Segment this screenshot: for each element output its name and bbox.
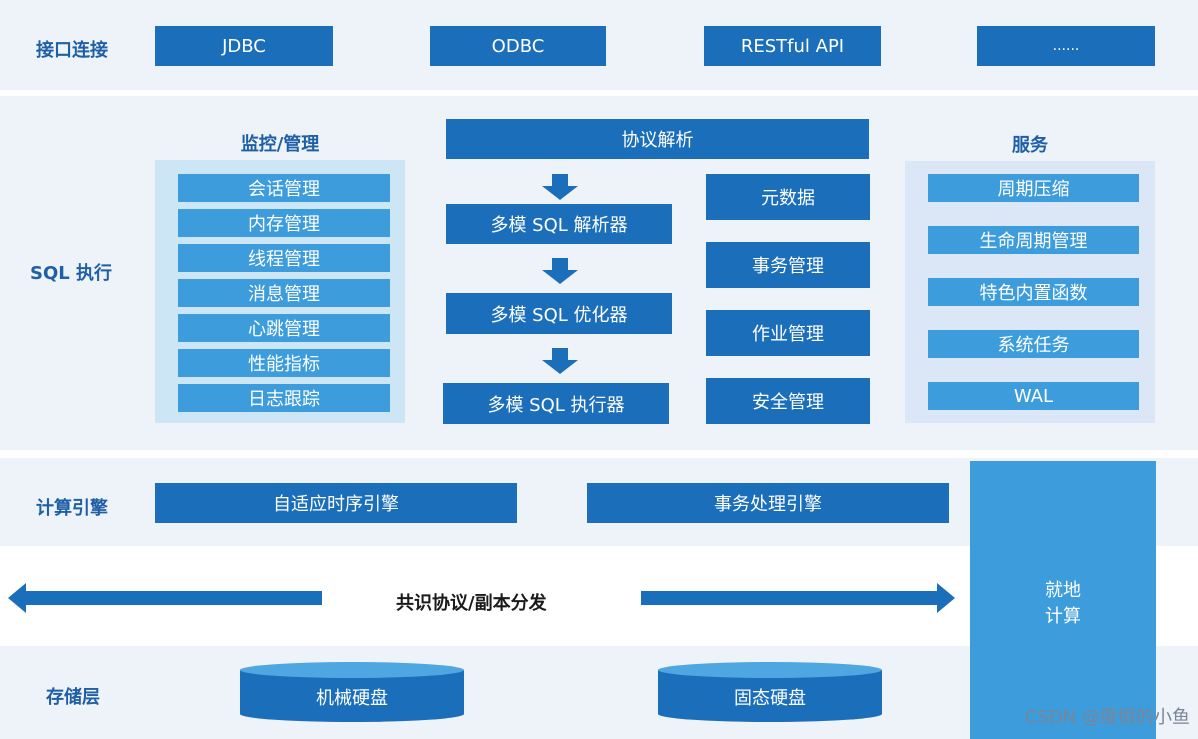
local-compute-box: 就地 计算 bbox=[970, 461, 1156, 739]
job-mgmt-box: 作业管理 bbox=[706, 310, 870, 356]
transaction-engine: 事务处理引擎 bbox=[587, 483, 949, 523]
row-label-storage: 存储层 bbox=[46, 687, 100, 708]
hdd-label: 机械硬盘 bbox=[316, 688, 388, 709]
sql-optimizer: 多模 SQL 优化器 bbox=[446, 293, 672, 334]
monitor-item-session: 会话管理 bbox=[178, 174, 390, 202]
down-arrow-icon bbox=[542, 348, 578, 374]
service-builtin-functions: 特色内置函数 bbox=[928, 278, 1139, 306]
interface-jdbc: JDBC bbox=[155, 26, 333, 66]
left-arrow-icon bbox=[8, 583, 322, 613]
monitor-title: 监控/管理 bbox=[240, 134, 320, 155]
consensus-label: 共识协议/副本分发 bbox=[396, 593, 547, 614]
local-compute-line-1: 就地 bbox=[1045, 580, 1081, 601]
service-wal: WAL bbox=[928, 382, 1139, 410]
interface-more: ...... bbox=[977, 26, 1155, 66]
interface-odbc: ODBC bbox=[430, 26, 606, 66]
monitor-item-metrics: 性能指标 bbox=[178, 349, 390, 377]
sql-parser: 多模 SQL 解析器 bbox=[446, 204, 672, 244]
watermark: CSDN @度假的小鱼 bbox=[1024, 707, 1190, 728]
metadata-box: 元数据 bbox=[706, 174, 870, 220]
ssd-label: 固态硬盘 bbox=[734, 688, 806, 709]
right-arrow-icon bbox=[641, 583, 955, 613]
local-compute-line-2: 计算 bbox=[1045, 606, 1081, 627]
row-label-sql: SQL 执行 bbox=[30, 263, 113, 284]
sql-executor: 多模 SQL 执行器 bbox=[443, 383, 669, 424]
service-system-tasks: 系统任务 bbox=[928, 330, 1139, 358]
ssd-cylinder: 固态硬盘 bbox=[658, 662, 882, 722]
monitor-item-memory: 内存管理 bbox=[178, 209, 390, 237]
service-lifecycle: 生命周期管理 bbox=[928, 226, 1139, 254]
security-mgmt-box: 安全管理 bbox=[706, 378, 870, 424]
timeseries-engine: 自适应时序引擎 bbox=[155, 483, 517, 523]
hdd-cylinder: 机械硬盘 bbox=[240, 662, 464, 722]
row-label-interface: 接口连接 bbox=[36, 40, 108, 61]
row-label-compute: 计算引擎 bbox=[36, 498, 108, 519]
monitor-item-logging: 日志跟踪 bbox=[178, 384, 390, 412]
service-compaction: 周期压缩 bbox=[928, 174, 1139, 202]
protocol-parse: 协议解析 bbox=[446, 119, 869, 159]
cylinder-icon bbox=[240, 662, 464, 722]
monitor-item-message: 消息管理 bbox=[178, 279, 390, 307]
services-title: 服务 bbox=[1012, 135, 1048, 156]
interface-restful-api: RESTful API bbox=[704, 26, 881, 66]
down-arrow-icon bbox=[542, 174, 578, 200]
transaction-mgmt-box: 事务管理 bbox=[706, 242, 870, 288]
down-arrow-icon bbox=[542, 258, 578, 284]
monitor-item-thread: 线程管理 bbox=[178, 244, 390, 272]
monitor-item-heartbeat: 心跳管理 bbox=[178, 314, 390, 342]
cylinder-icon bbox=[658, 662, 882, 722]
